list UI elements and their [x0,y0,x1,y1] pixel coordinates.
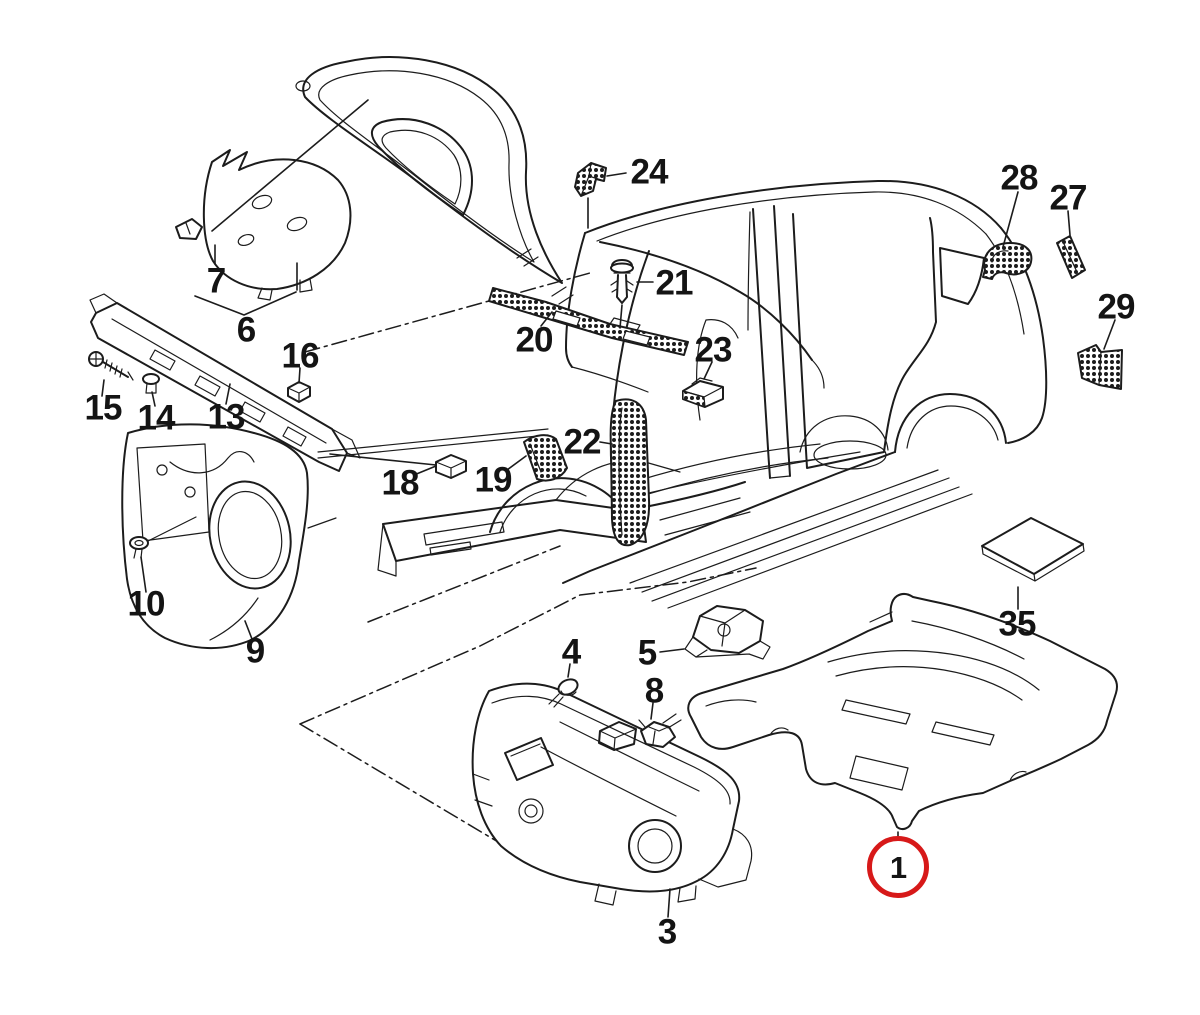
hood-pad-clip [175,218,203,240]
part-label-10: 10 [127,584,166,624]
part-label-7: 7 [206,261,226,301]
part-label-13: 13 [207,397,246,437]
part-label-14: 14 [137,398,176,438]
part-label-29: 29 [1097,287,1136,327]
part-label-27: 27 [1049,178,1088,218]
leader-lines [101,99,1116,918]
part-label-16: 16 [281,336,320,376]
part-label-9: 9 [245,631,265,671]
part-label-6: 6 [236,310,256,350]
grommet-10 [129,516,197,559]
hood-panel [295,56,574,305]
insulation-piece-28 [982,242,1033,280]
clip-8 [638,713,682,748]
part-label-35: 35 [998,604,1037,644]
part-number-1: 1 [889,849,907,885]
part-label-8: 8 [644,671,664,711]
car-body-outline [562,179,1048,609]
part-label-24: 24 [630,152,669,192]
part-label-3: 3 [657,912,677,952]
part-label-20: 20 [515,320,554,360]
mat-35 [981,517,1085,582]
insulation-piece-29 [1077,344,1123,390]
clip-16 [287,381,311,403]
part-label-15: 15 [84,388,123,428]
plenum-insulation-strip-20 [488,287,689,356]
push-pin-21 [610,259,634,304]
insulation-strip-27 [1056,235,1086,279]
part-label-1-highlighted: 1 [867,836,929,898]
construction-lines [299,272,757,862]
grommet-4 [548,678,579,708]
clip-24 [574,162,607,197]
screw-15 [88,351,134,381]
part-label-23: 23 [694,330,733,370]
part-label-19: 19 [474,460,513,500]
bracket-23 [682,377,724,408]
part-label-5: 5 [637,633,657,673]
insulation-strip-19 [523,434,568,482]
hood-insulation-pad [202,149,352,301]
dash-panel-3 [471,682,753,906]
bracket-5 [684,605,771,660]
clip-14 [142,373,160,394]
part-label-21: 21 [655,263,694,303]
part-label-22: 22 [563,422,602,462]
part-label-4: 4 [561,632,581,672]
front-structure [307,428,681,577]
floor-carpet [687,592,1118,830]
cowl-panel [89,293,361,472]
dash-insulation-outer [121,423,309,649]
clip-18 [435,454,467,479]
part-label-18: 18 [381,463,420,503]
part-label-28: 28 [1000,158,1039,198]
pillar-insulation-22 [609,398,651,547]
